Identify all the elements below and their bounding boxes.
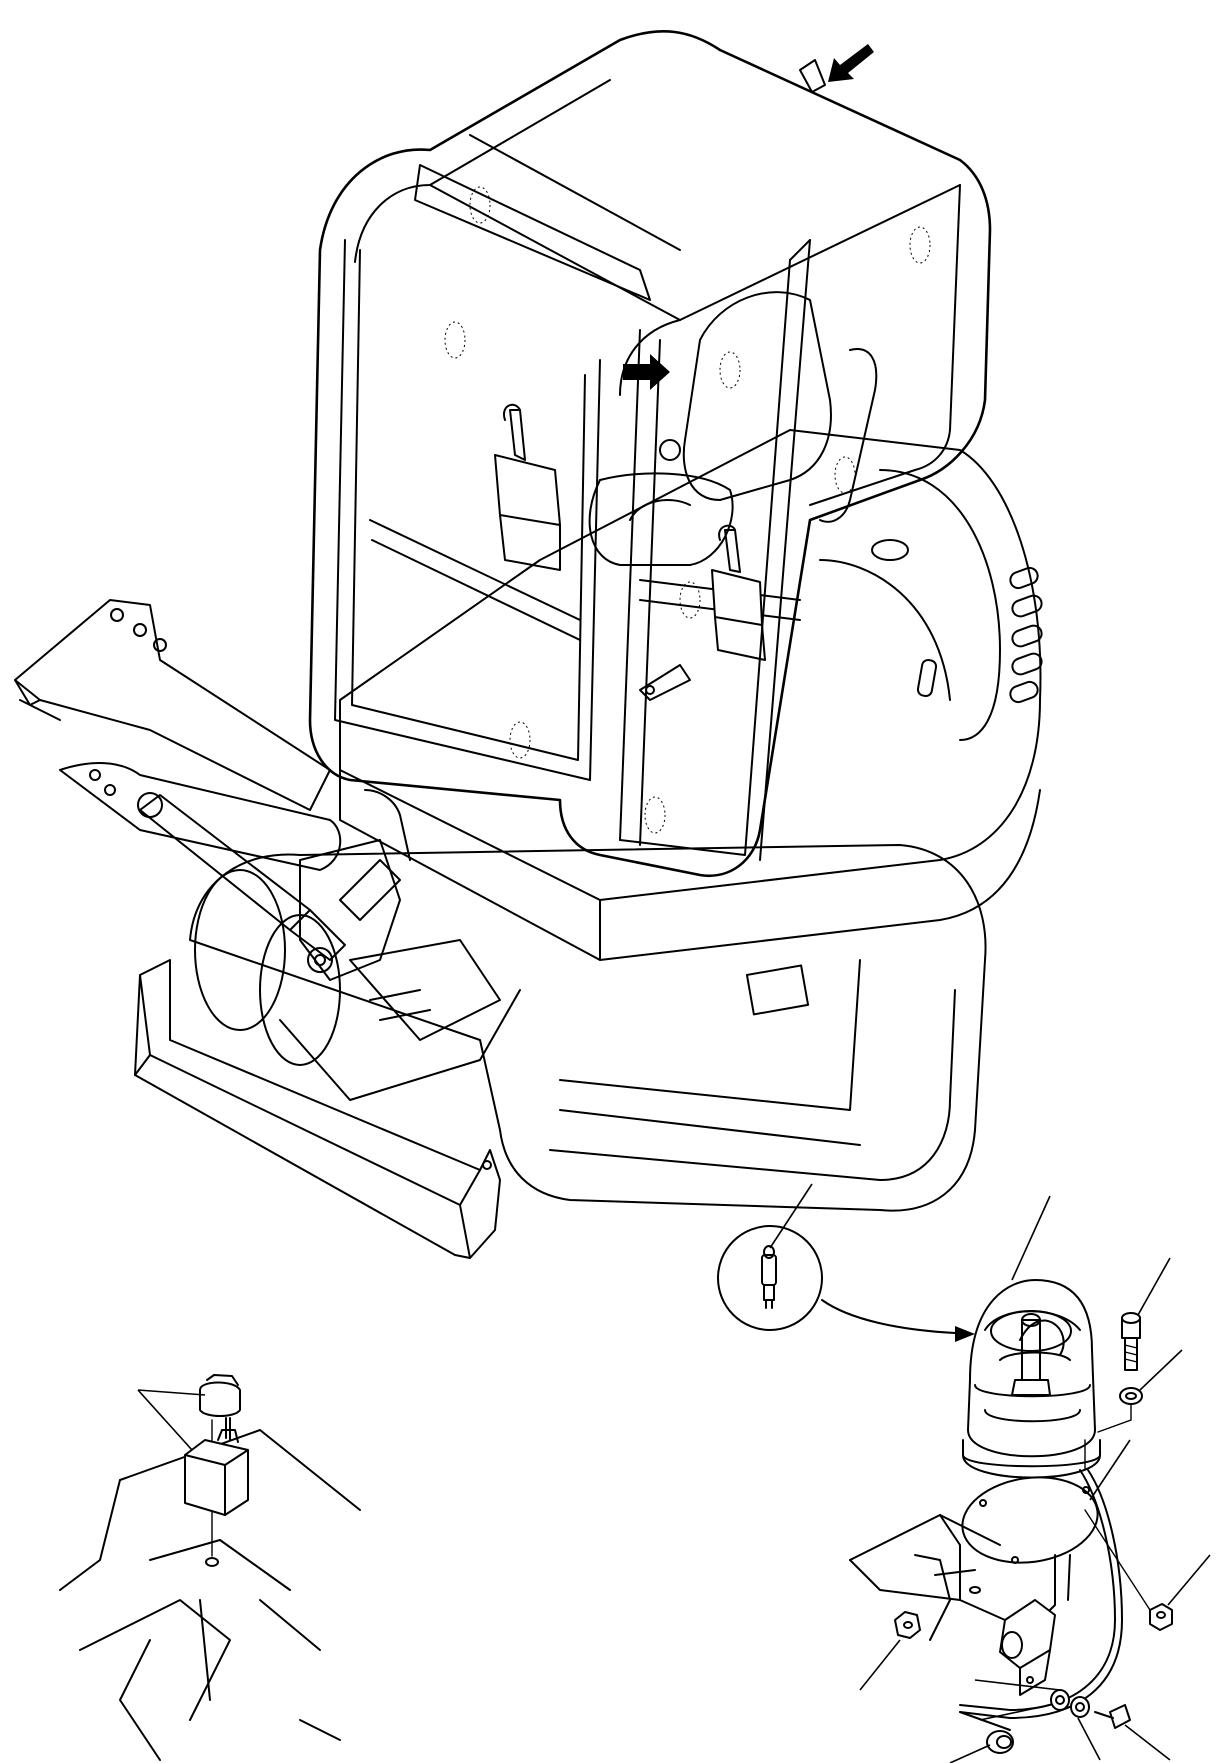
- cab: [308, 30, 992, 878]
- beacon-switch-detail: [59, 1374, 361, 1761]
- bulb-icon: [761, 1254, 777, 1286]
- roof-arrow-icon: [828, 44, 874, 82]
- boom-arm: [14, 599, 411, 981]
- grommet: [949, 1711, 1014, 1763]
- upper-body: [339, 429, 1043, 961]
- nut-icon: [894, 1611, 921, 1639]
- nut-left: [859, 1611, 921, 1691]
- grommet-icon: [986, 1730, 1014, 1754]
- undercarriage: [194, 869, 521, 1101]
- washer-icon: [1050, 1689, 1070, 1711]
- bolt-icon: [1109, 1704, 1131, 1729]
- mounting-plate: [961, 1439, 1131, 1564]
- connector-housing: [999, 1599, 1056, 1696]
- indicator-arrows: [623, 44, 874, 390]
- detail-arrow-icon: [955, 1326, 975, 1342]
- cab-interior: [494, 291, 878, 701]
- washer-stack: [979, 1689, 1171, 1761]
- rotating-beacon-exploded: [849, 1195, 1211, 1763]
- bulb-detail: [717, 1183, 975, 1342]
- crawler-track: [189, 844, 987, 1212]
- washer-top: [1097, 1349, 1183, 1433]
- washer-icon: [1119, 1387, 1143, 1405]
- mounting-plate-icon: [961, 1476, 1099, 1564]
- nut-right: [1084, 1509, 1211, 1631]
- dozer-blade: [134, 959, 501, 1259]
- lock-washer-icon: [1070, 1696, 1090, 1718]
- pillar-arrow-icon: [623, 354, 670, 390]
- cap-screw: [1121, 1257, 1171, 1371]
- rotary-switch-icon: [184, 1439, 249, 1516]
- excavator-overview: [14, 30, 1043, 1259]
- switch-knob-icon: [199, 1381, 241, 1417]
- beacon-dome-icon: [969, 1279, 1096, 1431]
